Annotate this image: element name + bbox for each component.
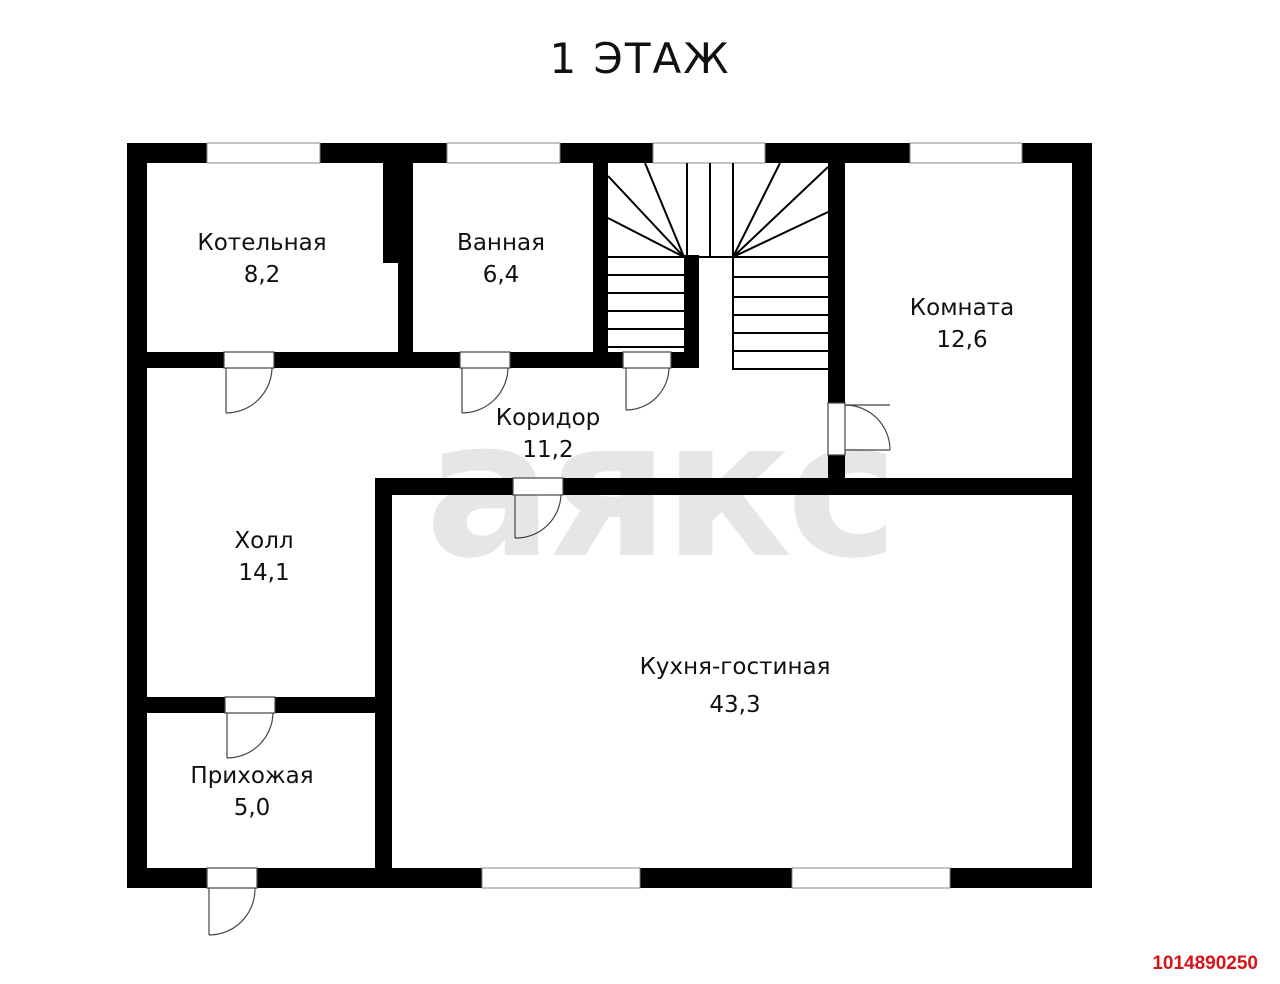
room-name: Холл bbox=[234, 528, 294, 554]
room-area: 11,2 bbox=[522, 437, 574, 463]
room-entrance: Прихожая 5,0 bbox=[190, 760, 313, 824]
room-area: 8,2 bbox=[243, 262, 281, 288]
room-bedroom: Комната 12,6 bbox=[910, 292, 1014, 356]
room-name: Котельная bbox=[197, 230, 327, 256]
staircase bbox=[607, 162, 829, 370]
room-name: Коридор bbox=[495, 405, 601, 431]
room-name: Кухня-гостиная bbox=[639, 654, 831, 680]
room-area: 43,3 bbox=[709, 692, 761, 718]
room-boiler: Котельная 8,2 bbox=[197, 227, 326, 291]
room-corridor: Коридор 11,2 bbox=[496, 402, 601, 466]
floor-title: 1 ЭТАЖ bbox=[549, 34, 731, 83]
room-name: Прихожая bbox=[190, 763, 314, 789]
listing-id: 1014890250 bbox=[1152, 953, 1258, 974]
room-kitchen-living: Кухня-гостиная 43,3 bbox=[640, 648, 831, 724]
room-area: 14,1 bbox=[238, 560, 290, 586]
room-name: Комната bbox=[909, 295, 1015, 321]
room-area: 12,6 bbox=[936, 327, 988, 353]
room-name: Ванная bbox=[457, 230, 545, 256]
room-area: 5,0 bbox=[233, 795, 271, 821]
windows bbox=[206, 142, 1023, 889]
room-area: 6,4 bbox=[482, 262, 520, 288]
room-bathroom: Ванная 6,4 bbox=[457, 227, 545, 291]
doors bbox=[206, 351, 891, 936]
room-hall: Холл 14,1 bbox=[234, 525, 293, 589]
walls bbox=[127, 143, 1092, 888]
